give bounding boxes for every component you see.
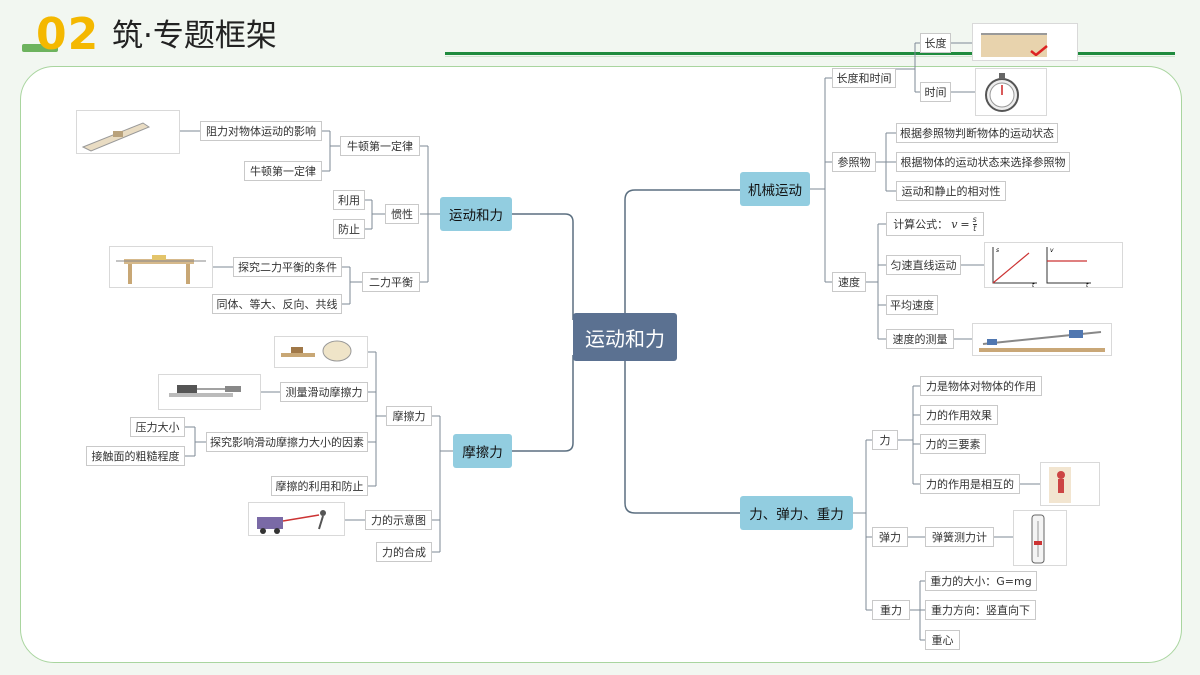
node-gravity-item-3[interactable]: 重心 bbox=[925, 630, 960, 650]
formula-v: v bbox=[951, 217, 958, 231]
node-uniform-motion[interactable]: 匀速直线运动 bbox=[886, 255, 961, 275]
node-two-force-balance[interactable]: 二力平衡 bbox=[362, 272, 420, 292]
branch-mechanical-motion[interactable]: 机械运动 bbox=[740, 172, 810, 206]
node-force-item-2[interactable]: 力的作用效果 bbox=[920, 405, 998, 425]
section-number: 02 bbox=[36, 9, 100, 60]
node-factor-pressure[interactable]: 压力大小 bbox=[130, 417, 185, 437]
page-title: 筑·专题框架 bbox=[112, 18, 277, 54]
incline-image bbox=[972, 323, 1112, 356]
header-accent-bar bbox=[22, 44, 58, 52]
node-newton-item-1[interactable]: 阻力对物体运动的影响 bbox=[200, 121, 322, 141]
header-divider-thin bbox=[445, 56, 1175, 57]
formula-denominator: t bbox=[973, 223, 977, 233]
node-ref-item-1[interactable]: 根据参照物判断物体的运动状态 bbox=[896, 123, 1058, 143]
node-force-item-1[interactable]: 力是物体对物体的作用 bbox=[920, 376, 1042, 396]
node-length-time[interactable]: 长度和时间 bbox=[832, 68, 896, 88]
pulling-cart-icon bbox=[257, 510, 326, 534]
friction-demo-icon bbox=[281, 340, 352, 362]
incline-icon bbox=[979, 330, 1105, 352]
check-icon bbox=[1030, 45, 1048, 56]
formula-numerator: s bbox=[972, 214, 977, 225]
stopwatch-image bbox=[975, 68, 1047, 116]
balance-table-image bbox=[109, 246, 213, 288]
graph-t-label-2: t bbox=[1086, 282, 1089, 288]
graph-t-label-1: t bbox=[1032, 282, 1035, 288]
motion-graphs: s t v t bbox=[984, 242, 1123, 288]
st-vt-graph-icon: s t v t bbox=[992, 247, 1091, 288]
force-diagram-image bbox=[248, 502, 345, 536]
node-gravity-item-1[interactable]: 重力的大小：G=mg bbox=[925, 571, 1037, 591]
node-elastic[interactable]: 弹力 bbox=[872, 527, 908, 547]
friction-demo-image bbox=[274, 336, 368, 368]
node-speed-measure[interactable]: 速度的测量 bbox=[886, 329, 954, 349]
node-friction-use-prevent[interactable]: 摩擦的利用和防止 bbox=[271, 476, 368, 496]
ramp-image bbox=[76, 110, 180, 154]
node-inertia-prevent[interactable]: 防止 bbox=[333, 219, 365, 239]
formula-fraction: s t bbox=[972, 214, 977, 233]
header-divider bbox=[445, 52, 1175, 55]
spring-scale-image bbox=[1013, 510, 1067, 566]
node-time[interactable]: 时间 bbox=[920, 82, 951, 102]
node-average-speed[interactable]: 平均速度 bbox=[886, 295, 938, 315]
stopwatch-icon bbox=[985, 73, 1019, 112]
node-force-composition[interactable]: 力的合成 bbox=[376, 542, 432, 562]
node-measure-sliding-friction[interactable]: 测量滑动摩擦力 bbox=[280, 382, 368, 402]
node-speed-formula[interactable]: 计算公式： v = s t bbox=[886, 212, 984, 236]
mutual-force-image bbox=[1040, 462, 1100, 506]
balance-table-icon bbox=[116, 255, 206, 284]
node-ref-item-3[interactable]: 运动和静止的相对性 bbox=[896, 181, 1006, 201]
branch-force-elastic-gravity[interactable]: 力、弹力、重力 bbox=[740, 496, 853, 530]
node-balance-item-1[interactable]: 探究二力平衡的条件 bbox=[233, 257, 342, 277]
node-ref-item-2[interactable]: 根据物体的运动状态来选择参照物 bbox=[896, 152, 1070, 172]
node-balance-item-2[interactable]: 同体、等大、反向、共线 bbox=[212, 294, 342, 314]
ramp-icon bbox=[81, 122, 151, 152]
graph-s-label: s bbox=[996, 247, 999, 254]
ruler-image bbox=[972, 23, 1078, 61]
node-factor-roughness[interactable]: 接触面的粗糙程度 bbox=[86, 446, 185, 466]
node-force-diagram[interactable]: 力的示意图 bbox=[365, 510, 432, 530]
node-force-item-4[interactable]: 力的作用是相互的 bbox=[920, 474, 1020, 494]
sliding-friction-icon bbox=[169, 385, 241, 397]
node-friction[interactable]: 摩擦力 bbox=[386, 406, 432, 426]
spring-scale-icon bbox=[1031, 514, 1045, 564]
branch-friction[interactable]: 摩擦力 bbox=[453, 434, 512, 468]
branch-motion-force[interactable]: 运动和力 bbox=[440, 197, 512, 231]
skater-icon bbox=[1049, 467, 1071, 503]
graph-v-label: v bbox=[1050, 247, 1054, 254]
node-newton-law[interactable]: 牛顿第一定律 bbox=[340, 136, 420, 156]
formula-label: 计算公式： bbox=[893, 218, 949, 231]
node-force[interactable]: 力 bbox=[872, 430, 898, 450]
node-force-item-3[interactable]: 力的三要素 bbox=[920, 434, 986, 454]
node-reference[interactable]: 参照物 bbox=[832, 152, 876, 172]
node-inertia-use[interactable]: 利用 bbox=[333, 190, 365, 210]
node-length[interactable]: 长度 bbox=[920, 33, 951, 53]
node-speed[interactable]: 速度 bbox=[832, 272, 866, 292]
node-gravity-item-2[interactable]: 重力方向：竖直向下 bbox=[925, 600, 1036, 620]
node-gravity[interactable]: 重力 bbox=[872, 600, 910, 620]
node-friction-factors[interactable]: 探究影响滑动摩擦力大小的因素 bbox=[206, 432, 368, 452]
node-newton-item-2[interactable]: 牛顿第一定律 bbox=[244, 161, 322, 181]
node-inertia[interactable]: 惯性 bbox=[385, 204, 419, 224]
ruler-icon bbox=[981, 33, 1047, 57]
formula-eq: = bbox=[960, 217, 970, 231]
node-spring-scale[interactable]: 弹簧测力计 bbox=[925, 527, 994, 547]
sliding-friction-image bbox=[158, 374, 261, 410]
center-topic[interactable]: 运动和力 bbox=[573, 313, 677, 361]
